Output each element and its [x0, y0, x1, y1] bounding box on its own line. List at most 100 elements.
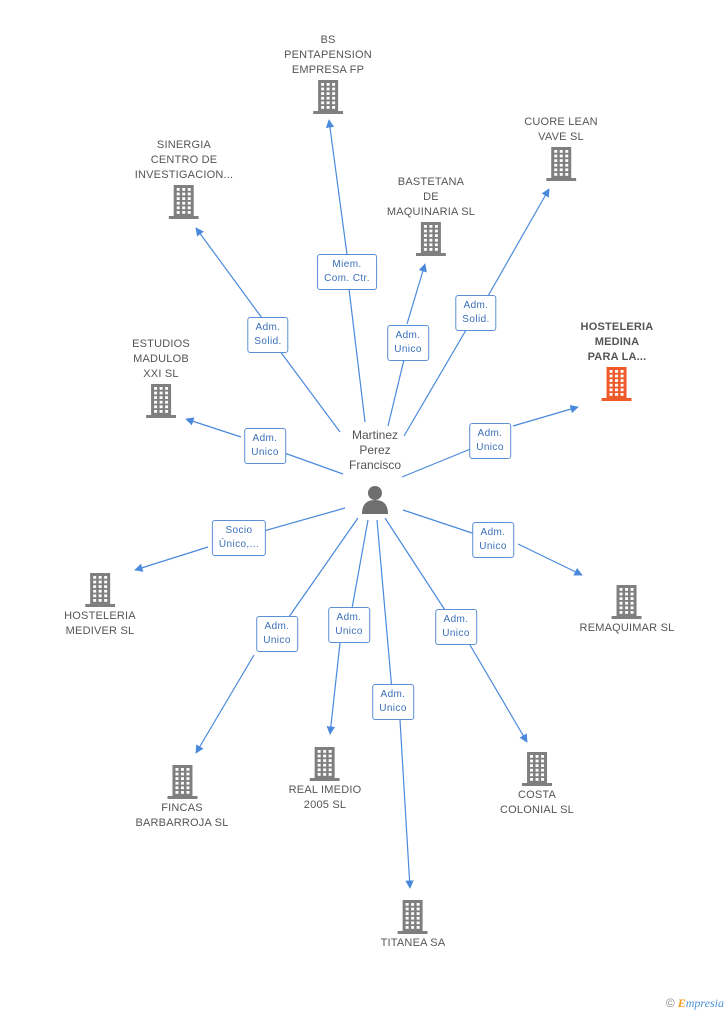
company-name-line: ESTUDIOS — [132, 338, 190, 350]
company-name-line: MEDIVER SL — [65, 625, 135, 637]
role-badge-estudios-madulob[interactable]: Adm. Unico — [244, 428, 286, 464]
building-icon — [169, 185, 199, 219]
building-icon — [602, 367, 632, 401]
company-name-line: XXI SL — [143, 368, 179, 380]
edge-segment-fincas-barbarroja-inner — [276, 517, 359, 635]
role-badge-sinergia[interactable]: Adm. Solid. — [247, 317, 289, 353]
empresia-watermark: ©Empresia — [666, 996, 724, 1011]
person-node[interactable]: Martinez Perez Francisco — [349, 428, 401, 514]
role-line: Adm. — [255, 322, 281, 333]
company-name-line: PENTAPENSION — [284, 49, 372, 61]
company-name: HOSTELERIA MEDIVER SL — [64, 609, 136, 639]
role-line: Único,... — [218, 539, 260, 550]
company-node-bs-pentapension[interactable]: BS PENTAPENSION EMPRESA FP — [284, 33, 372, 116]
company-name-line: BS — [320, 34, 336, 46]
company-name-line: COLONIAL SL — [500, 804, 574, 816]
company-name-line: HOSTELERIA — [64, 610, 136, 622]
role-badge-remaquimar[interactable]: Adm.Unico — [472, 522, 514, 558]
company-name-line: VAVE SL — [538, 131, 584, 143]
edge-segment-sinergia-outer — [195, 227, 263, 319]
company-name: BASTETANA DE MAQUINARIA SL — [387, 175, 475, 220]
building-icon — [313, 80, 343, 114]
role-badge-bastetana[interactable]: Adm.Unico — [387, 325, 429, 361]
company-name-line: EMPRESA FP — [291, 64, 365, 76]
company-name-line: REMAQUIMAR SL — [579, 622, 675, 634]
edge-segment-costa-colonial-outer — [469, 644, 528, 743]
company-name-line: REAL IMEDIO — [288, 784, 362, 796]
company-name-line: 2005 SL — [303, 799, 347, 811]
edge-segment-cuore-lean-vave-outer — [487, 188, 550, 297]
role-line: Socio — [225, 525, 253, 536]
role-badge-titanea[interactable]: Adm.Unico — [372, 684, 414, 720]
edge-segment-estudios-madulob-outer — [185, 417, 242, 438]
edge-segment-fincas-barbarroja-outer — [195, 654, 255, 754]
brand-first-letter: E — [677, 996, 686, 1010]
edge-segment-hosteleria-medina-outer — [512, 405, 579, 427]
building-icon — [546, 147, 576, 181]
role-line: Solid. — [254, 336, 282, 347]
role-line: Adm. — [477, 428, 503, 439]
role-line: Unico — [394, 344, 422, 355]
person-name-line-3: Francisco — [348, 458, 402, 472]
role-badge-costa-colonial[interactable]: Adm.Unico — [435, 609, 477, 645]
building-icon — [166, 765, 197, 799]
role-line: Unico — [379, 703, 407, 714]
role-line: Adm. — [443, 614, 469, 625]
company-name-line: PARA LA... — [587, 351, 647, 363]
company-node-fincas-barbarroja[interactable]: FINCAS BARBARROJA SL — [135, 763, 228, 831]
role-badge-hosteleria-medina[interactable]: Adm.Unico — [469, 423, 511, 459]
company-name-line: BASTETANA — [397, 176, 465, 188]
role-line: Com. Ctr. — [324, 273, 370, 284]
person-icon — [361, 486, 388, 514]
company-node-real-imedio[interactable]: REAL IMEDIO 2005 SL — [289, 745, 362, 813]
building-icon — [85, 573, 115, 607]
role-line: Unico — [251, 447, 279, 458]
company-node-remaquimar[interactable]: REMAQUIMAR SL — [580, 583, 675, 636]
role-badge-cuore-lean-vave[interactable]: Adm.Solid. — [455, 295, 497, 331]
company-node-titanea[interactable]: TITANEA SA — [381, 898, 446, 951]
role-badge-fincas-barbarroja[interactable]: Adm. Unico — [256, 616, 298, 652]
person-name-line-2: Perez — [359, 443, 391, 457]
company-node-hosteleria-mediver[interactable]: HOSTELERIA MEDIVER SL — [64, 571, 136, 639]
company-name: REMAQUIMAR SL — [580, 621, 675, 636]
role-badge-bs-pentapension[interactable]: Miem.Com. Ctr. — [317, 254, 377, 290]
copyright-symbol: © — [665, 996, 675, 1010]
company-name-line: DE — [423, 191, 439, 203]
role-line: Adm. — [336, 612, 362, 623]
role-line: Adm. — [252, 433, 278, 444]
company-node-bastetana[interactable]: BASTETANA DE MAQUINARIA SL — [387, 175, 475, 258]
company-name: BS PENTAPENSION EMPRESA FP — [284, 33, 372, 78]
company-name-line: MAQUINARIA SL — [386, 206, 476, 218]
edge-segment-bs-pentapension-outer — [325, 119, 349, 263]
company-name-line: HOSTELERIA — [580, 321, 654, 333]
edge-segment-bs-pentapension-inner — [346, 271, 366, 423]
role-line: Adm. — [264, 621, 290, 632]
company-name-line: FINCAS — [161, 802, 203, 814]
company-name: COSTA COLONIAL SL — [500, 788, 574, 818]
company-node-costa-colonial[interactable]: COSTA COLONIAL SL — [500, 750, 574, 818]
company-name-line: INVESTIGACION... — [134, 169, 234, 181]
building-icon — [416, 222, 446, 256]
building-icon — [309, 747, 340, 781]
role-line: Unico — [263, 635, 291, 646]
role-line: Solid. — [462, 314, 490, 325]
company-name: TITANEA SA — [381, 936, 446, 951]
edge-segment-titanea-outer — [399, 719, 414, 889]
company-name-line: BARBARROJA SL — [135, 817, 229, 829]
edge-segment-cuore-lean-vave-inner — [403, 312, 477, 437]
role-badge-real-imedio[interactable]: Adm.Unico — [328, 607, 370, 643]
building-icon — [397, 900, 428, 934]
edge-segment-bastetana-outer — [406, 263, 427, 325]
role-line: Adm. — [480, 527, 506, 538]
edge-segment-costa-colonial-inner — [384, 517, 457, 628]
company-name-line: COSTA — [517, 789, 557, 801]
